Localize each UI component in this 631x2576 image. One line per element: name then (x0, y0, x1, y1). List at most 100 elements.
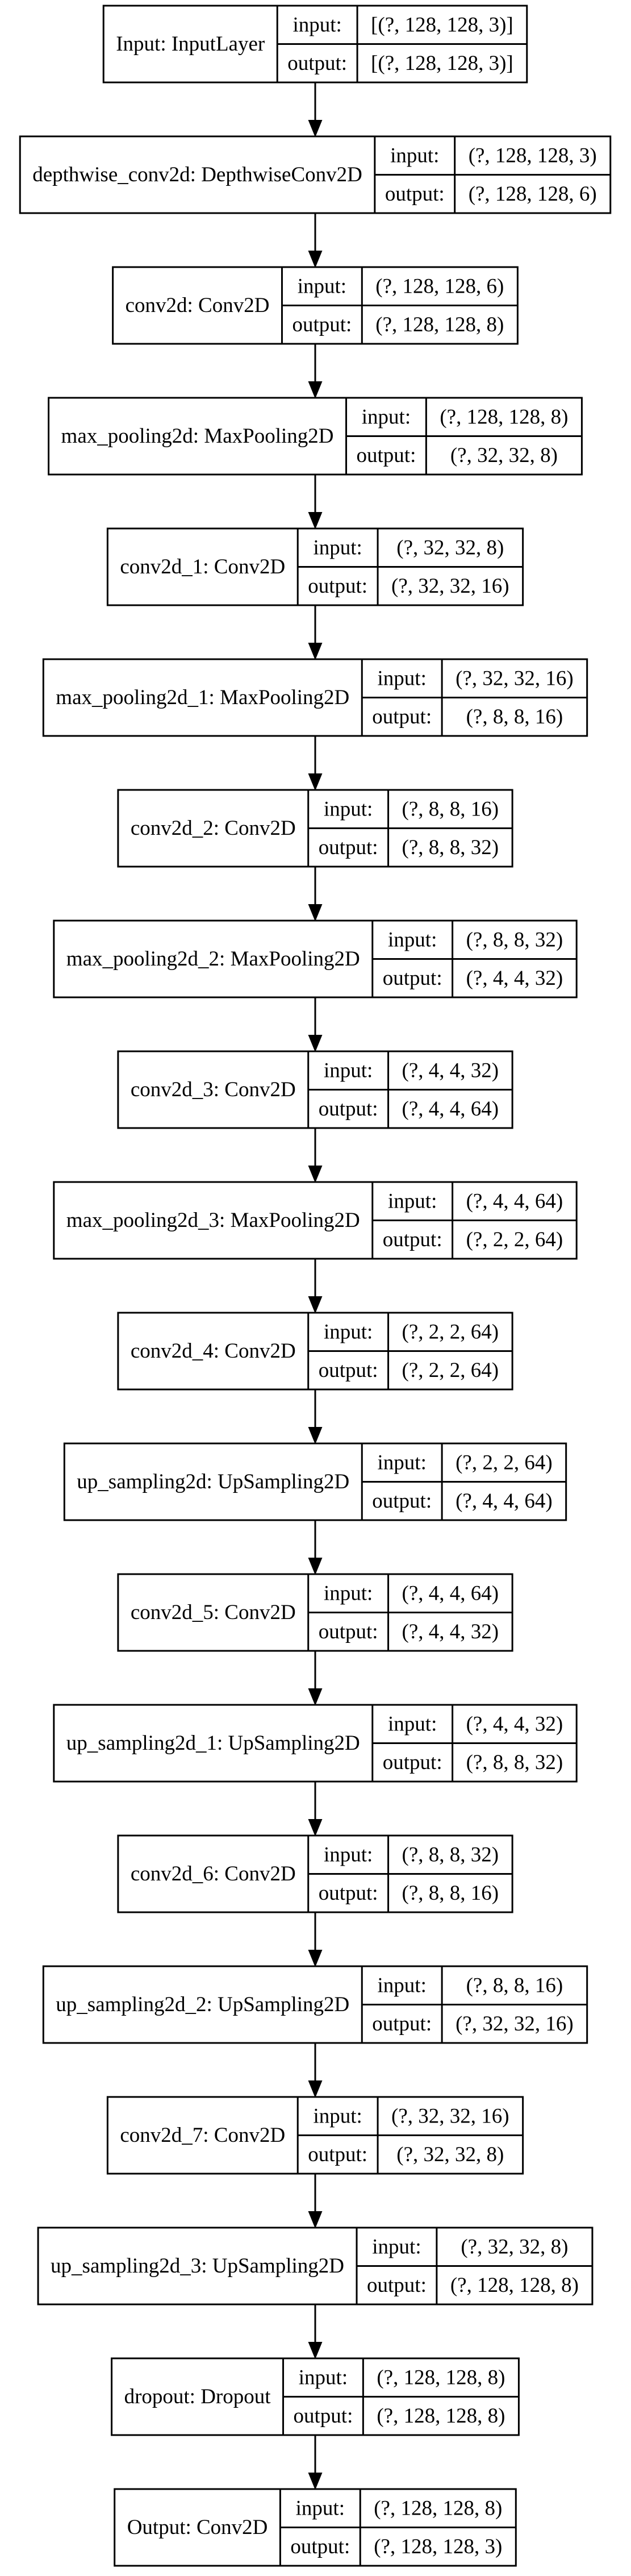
input-label: input: (324, 1059, 373, 1082)
arrow-head-icon (308, 2473, 323, 2490)
input-shape: (?, 2, 2, 64) (456, 1451, 553, 1474)
arrow-head-icon (308, 1296, 323, 1314)
arrow-head-icon (308, 2342, 323, 2359)
output-shape: [(?, 128, 128, 3)] (371, 52, 513, 75)
layer-node: up_sampling2d_3: UpSampling2Dinput:outpu… (37, 2227, 594, 2306)
output-label: output: (383, 967, 442, 990)
arrow-head-icon (308, 1035, 323, 1052)
arrow-head-icon (308, 381, 323, 399)
output-shape: (?, 128, 128, 3) (374, 2535, 502, 2558)
input-shape: (?, 4, 4, 32) (466, 1712, 563, 1736)
output-label: output: (319, 1620, 378, 1643)
output-shape: (?, 8, 8, 32) (466, 1751, 563, 1774)
output-shape: (?, 8, 8, 16) (466, 705, 563, 729)
input-shape: (?, 4, 4, 32) (402, 1059, 499, 1082)
output-shape: (?, 4, 4, 32) (466, 967, 563, 990)
layer-name: dropout: Dropout (124, 2385, 271, 2408)
input-label: input: (313, 2104, 362, 2128)
input-label: input: (324, 1843, 373, 1866)
input-shape: (?, 128, 128, 8) (374, 2496, 502, 2520)
layer-node: conv2d_3: Conv2D input: output: (?, 4, 4, 3… (117, 1050, 513, 1129)
output-shape: (?, 4, 4, 32) (402, 1620, 499, 1643)
output-shape: (?, 128, 128, 8) (377, 2404, 505, 2428)
layer-name: conv2d_4: Conv2D (131, 1339, 296, 1363)
output-label: output: (319, 1097, 378, 1121)
input-shape: (?, 128, 128, 3) (469, 144, 597, 167)
input-shape: (?, 8, 8, 16) (402, 797, 499, 821)
output-shape: (?, 32, 32, 16) (456, 2012, 574, 2036)
input-shape: (?, 2, 2, 64) (402, 1320, 499, 1343)
arrow-head-icon (308, 1558, 323, 1575)
output-label: output: (308, 575, 367, 598)
output-label: output: (385, 182, 445, 206)
input-shape: (?, 32, 32, 16) (391, 2104, 509, 2128)
output-label: output: (319, 836, 378, 859)
layer-name: up_sampling2d_1: UpSampling2D (66, 1732, 360, 1755)
layer-name: depthwise_conv2d: DepthwiseConv2D (32, 163, 362, 186)
output-label: output: (292, 313, 352, 336)
output-shape: (?, 128, 128, 8) (375, 313, 504, 336)
input-shape: [(?, 128, 128, 3)] (371, 13, 513, 36)
output-label: output: (372, 2012, 432, 2036)
layer-node: up_sampling2d_1: UpSampling2D input: outpu… (53, 1704, 578, 1783)
arrow-head-icon (308, 251, 323, 268)
arrow-head-icon (308, 1688, 323, 1706)
output-shape: (?, 4, 4, 64) (456, 1489, 553, 1513)
arrow-head-icon (308, 1819, 323, 1837)
layer-name: max_pooling2d: MaxPooling2D (61, 425, 334, 448)
input-shape: (?, 8, 8, 16) (466, 1974, 563, 1997)
arrow-head-icon (308, 120, 323, 138)
input-label: input: (388, 1189, 437, 1213)
output-shape: (?, 32, 32, 16) (391, 575, 509, 598)
input-shape: (?, 4, 4, 64) (402, 1582, 499, 1605)
layer-node: depthwise_conv2d: DepthwiseConv2Dinput:o… (19, 135, 612, 214)
input-shape: (?, 8, 8, 32) (402, 1843, 499, 1866)
output-label: output: (294, 2404, 353, 2428)
output-label: output: (287, 52, 347, 75)
output-shape: (?, 128, 128, 8) (450, 2274, 579, 2297)
output-label: output: (290, 2535, 350, 2558)
input-label: input: (292, 13, 341, 36)
arrow-head-icon (308, 1166, 323, 1183)
layer-name: conv2d: Conv2D (126, 294, 270, 317)
output-shape: (?, 8, 8, 32) (402, 836, 499, 859)
layer-name: conv2d_1: Conv2D (120, 555, 285, 579)
layer-node: up_sampling2d: UpSampling2Dinput:output:… (63, 1442, 567, 1521)
input-label: input: (299, 2366, 348, 2389)
layer-node: max_pooling2d_3: MaxPooling2D input: outpu… (53, 1181, 578, 1260)
layer-name: up_sampling2d_2: UpSampling2D (56, 1993, 349, 2016)
layer-name: max_pooling2d_2: MaxPooling2D (66, 947, 360, 971)
input-shape: (?, 32, 32, 8) (396, 536, 504, 559)
input-shape: (?, 4, 4, 64) (466, 1189, 563, 1213)
output-label: output: (383, 1751, 442, 1774)
input-shape: (?, 32, 32, 16) (456, 667, 574, 690)
output-label: output: (319, 1882, 378, 1905)
input-label: input: (324, 1320, 373, 1343)
layer-name: conv2d_3: Conv2D (131, 1078, 296, 1101)
layer-name: max_pooling2d_1: MaxPooling2D (56, 686, 349, 709)
input-label: input: (388, 1712, 437, 1736)
output-label: output: (367, 2274, 427, 2297)
layer-name: max_pooling2d_3: MaxPooling2D (66, 1209, 360, 1232)
layer-name: conv2d_2: Conv2D (131, 817, 296, 840)
input-label: input: (378, 1451, 427, 1474)
layer-name: up_sampling2d: UpSampling2D (77, 1470, 349, 1493)
arrow-head-icon (308, 643, 323, 660)
arrow-head-icon (308, 1427, 323, 1445)
input-shape: (?, 128, 128, 8) (377, 2366, 505, 2389)
input-label: input: (324, 797, 373, 821)
output-shape: (?, 2, 2, 64) (466, 1228, 563, 1251)
arrow-head-icon (308, 904, 323, 922)
input-shape: (?, 8, 8, 32) (466, 928, 563, 951)
input-shape: (?, 128, 128, 8) (440, 405, 568, 428)
output-label: output: (383, 1228, 442, 1251)
layer-node: up_sampling2d_2: UpSampling2Dinput:outpu… (42, 1965, 588, 2044)
layer-name: conv2d_5: Conv2D (131, 1601, 296, 1624)
